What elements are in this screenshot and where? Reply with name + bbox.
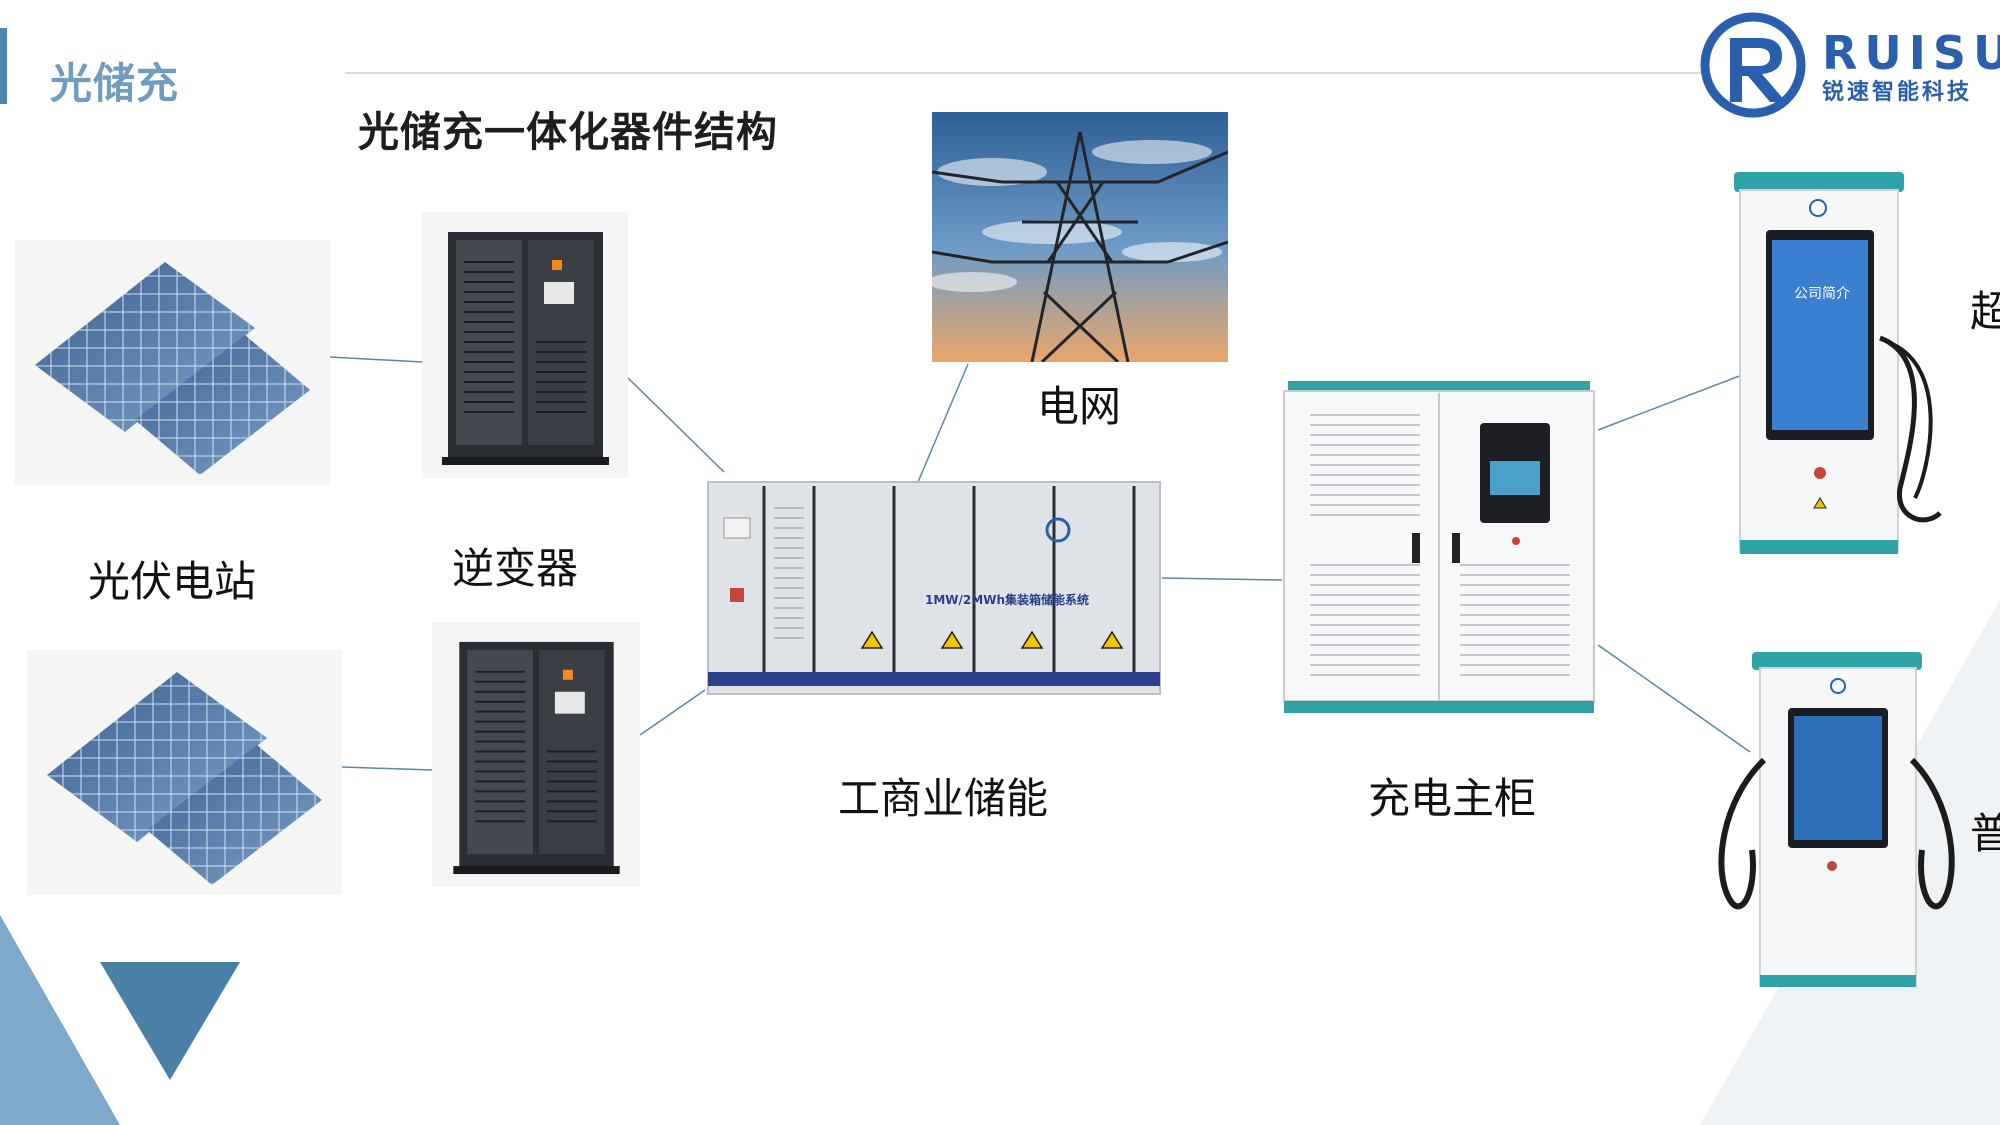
- link-pv2-inverter2: [341, 766, 433, 771]
- pv-panel-image-top: [15, 240, 330, 485]
- section-title: 光储充: [50, 59, 180, 108]
- corner-triangle-left: [0, 915, 120, 1125]
- logo-subtitle: 锐速智能科技: [1822, 80, 1973, 105]
- page-title: 光储充一体化器件结构: [358, 108, 778, 156]
- link-inverter1-storage: [627, 377, 725, 473]
- storage-label: 工商业储能: [838, 774, 1049, 823]
- inverter-image-top: [422, 212, 628, 478]
- link-inverter2-storage: [639, 689, 706, 736]
- inverter-image-bottom: [432, 622, 640, 887]
- power-grid-image: [927, 112, 1229, 364]
- charger-screen-text: 公司简介: [1794, 286, 1850, 302]
- super-charger-label-partial: 超: [1970, 287, 2000, 336]
- down-triangle: [100, 962, 240, 1080]
- section-accent-bar: [0, 28, 7, 104]
- normal-charger-label-partial: 普: [1970, 809, 2000, 858]
- charging-cabinet-label: 充电主柜: [1368, 774, 1537, 823]
- charging-cabinet-image: [1280, 375, 1598, 730]
- link-pv1-inverter1: [329, 356, 423, 363]
- inverter-label: 逆变器: [452, 544, 579, 593]
- link-cabinet-charger: [1597, 644, 1751, 753]
- storage-plate-text: 1MW/2MWh集装箱储能系统: [925, 593, 1089, 607]
- grid-label: 电网: [1037, 382, 1122, 431]
- normal-charger-image: [1712, 650, 1962, 998]
- super-charger-image: [1730, 168, 1960, 563]
- link-cabinet-supercharger: [1597, 374, 1743, 431]
- storage-container-image: [704, 478, 1164, 698]
- link-storage-cabinet: [1161, 577, 1283, 581]
- header-divider: [345, 72, 1705, 74]
- logo-brand: RUISU: [1822, 26, 2000, 80]
- pv-panel-image-bottom: [27, 650, 342, 895]
- link-grid-storage: [917, 363, 969, 483]
- ruisu-logo-icon: [1700, 12, 1806, 118]
- pv-station-label: 光伏电站: [88, 557, 257, 606]
